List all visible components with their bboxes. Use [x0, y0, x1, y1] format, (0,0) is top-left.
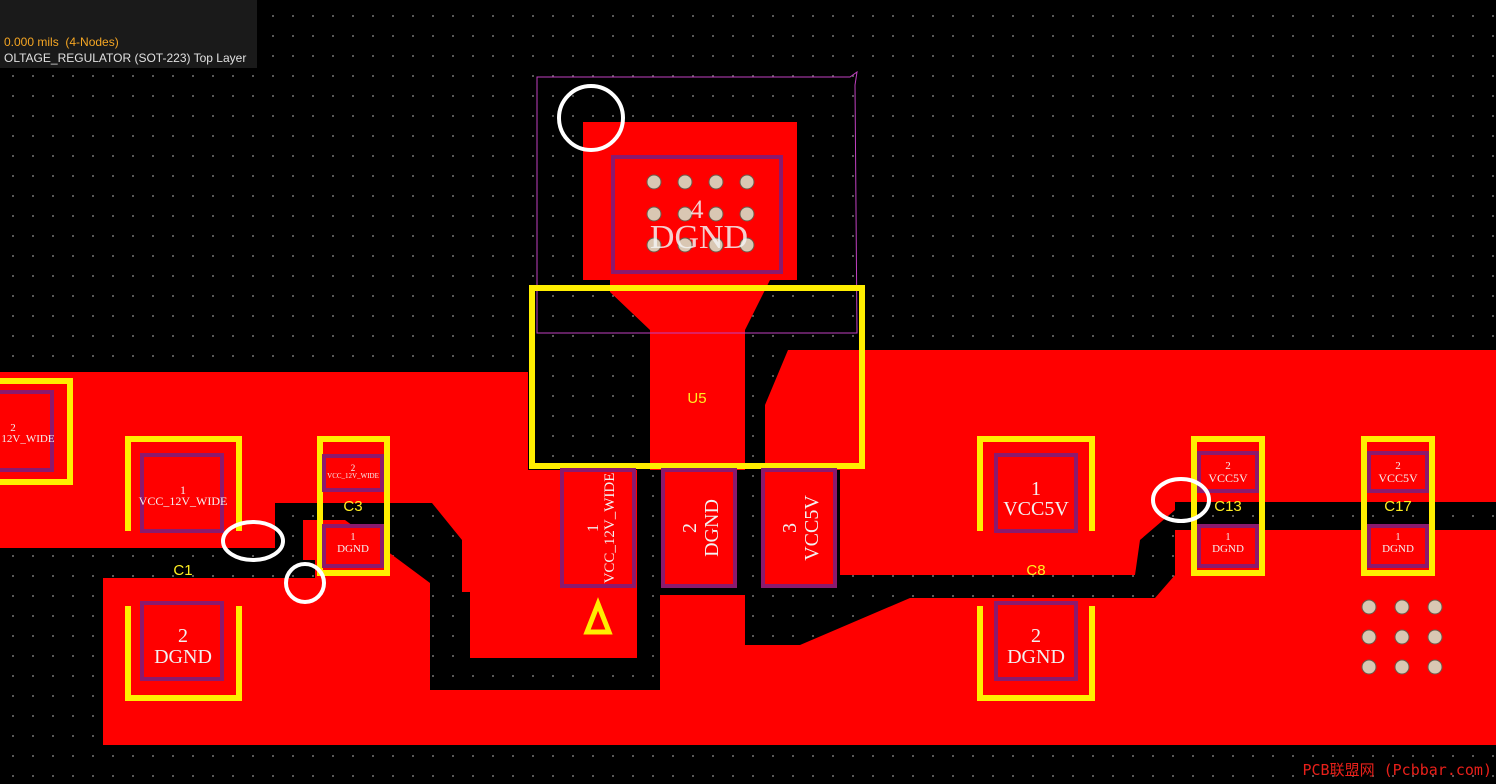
c17-pad-1[interactable]: [1367, 524, 1429, 568]
u5-pad-3-number: 3: [779, 523, 801, 533]
c17-designator: C17: [1384, 498, 1412, 515]
c13-pad-2-net: VCC5V: [1208, 471, 1248, 485]
watermark-text: PCB联盟网 (Pcbbar.com): [1302, 761, 1493, 779]
u5-pad-2[interactable]: [661, 468, 737, 588]
annotation-circle-c1-corner: [284, 562, 326, 604]
gnd-via-array[interactable]: [1361, 599, 1443, 675]
c3-pad-2[interactable]: [322, 454, 384, 492]
annotation-circle-c1-neck: [221, 520, 285, 562]
c1-pad-2-number: 2: [178, 625, 188, 647]
c8-pad-1-number: 1: [1031, 478, 1041, 500]
c17-outline: [1361, 436, 1435, 576]
annotation-circle-tab-corner: [557, 84, 625, 152]
c8-pad-2[interactable]: [994, 601, 1078, 681]
c3-pad-1[interactable]: [322, 524, 384, 568]
c3-outline: [317, 436, 390, 576]
c1-pad-1-net: VCC_12V_WIDE: [139, 494, 228, 508]
c8-designator: C8: [1026, 562, 1045, 579]
c13-designator: C13: [1214, 498, 1242, 515]
c1-designator: C1: [173, 562, 192, 579]
left-cap-pad-number: 2: [10, 422, 16, 434]
u5-pad-2-net: DGND: [701, 499, 723, 557]
c8-pad-2-number: 2: [1031, 625, 1041, 647]
u5-pad-3-net: VCC5V: [801, 495, 823, 561]
u5-pad-1-net: VCC_12V_WIDE: [602, 473, 618, 584]
info-component-text: OLTAGE_REGULATOR (SOT-223) Top Layer: [4, 51, 247, 65]
u5-courtyard: [536, 70, 858, 334]
c13-pad-1[interactable]: [1197, 524, 1259, 568]
c13-pad-2[interactable]: [1197, 451, 1259, 493]
c13-pad-2-number: 2: [1225, 460, 1231, 472]
c17-pad-2-net: VCC5V: [1378, 471, 1418, 485]
u5-pad-4-vias: [646, 174, 755, 253]
c17-pad-2-number: 2: [1395, 460, 1401, 472]
c17-pad-1-net: DGND: [1382, 543, 1414, 555]
c1-outline-bottom: [125, 606, 242, 701]
left-cap-pad[interactable]: [0, 390, 54, 472]
c8-outline-bottom: [977, 606, 1095, 701]
c3-pad-2-number: 2: [351, 463, 356, 473]
status-info-panel: 0.000 mils (4-Nodes) OLTAGE_REGULATOR (S…: [0, 0, 257, 68]
c1-pad-1[interactable]: [140, 453, 224, 533]
c13-outline: [1191, 436, 1265, 576]
u5-pad-4-number: 4: [691, 195, 704, 224]
c13-pad-1-number: 1: [1226, 532, 1231, 543]
c17-pad-2[interactable]: [1367, 451, 1429, 493]
pin1-triangle-marker: [583, 597, 613, 635]
left-cap-pad-net: 12V_WIDE: [1, 433, 54, 445]
copper-pour-gnd-main[interactable]: [103, 520, 1496, 745]
u5-pad-1-number: 1: [585, 524, 602, 532]
c1-pad-2-net: DGND: [154, 646, 212, 668]
c17-pad-1-number: 1: [1396, 532, 1401, 543]
c3-pad-1-number: 1: [351, 532, 356, 543]
c3-pad-2-net: VCC_12V_WIDE: [327, 472, 379, 480]
left-cap-outline: [0, 378, 73, 485]
u5-pad-3[interactable]: [761, 468, 837, 588]
c1-pad-1-number: 1: [180, 483, 186, 497]
u5-pad-4-net: DGND: [650, 219, 748, 256]
c3-designator: C3: [343, 498, 362, 515]
c1-pad-2[interactable]: [140, 601, 224, 681]
c1-outline-top: [125, 436, 242, 531]
c8-pad-1[interactable]: [994, 453, 1078, 533]
u5-pad-2-number: 2: [679, 523, 701, 533]
copper-pour-12v[interactable]: [0, 372, 555, 592]
copper-pour-5v[interactable]: [765, 350, 1496, 575]
u5-body-outline: [529, 285, 865, 469]
u5-pad-1[interactable]: [560, 468, 636, 588]
info-distance-text: 0.000 mils (4-Nodes): [4, 35, 119, 49]
c3-pad-1-net: DGND: [337, 543, 369, 555]
annotation-circle-c13-neck: [1151, 477, 1211, 523]
c8-pad-1-net: VCC5V: [1003, 498, 1069, 520]
c8-pad-2-net: DGND: [1007, 646, 1065, 668]
c8-outline-top: [977, 436, 1095, 531]
c13-pad-1-net: DGND: [1212, 543, 1244, 555]
u5-designator: U5: [687, 390, 706, 407]
